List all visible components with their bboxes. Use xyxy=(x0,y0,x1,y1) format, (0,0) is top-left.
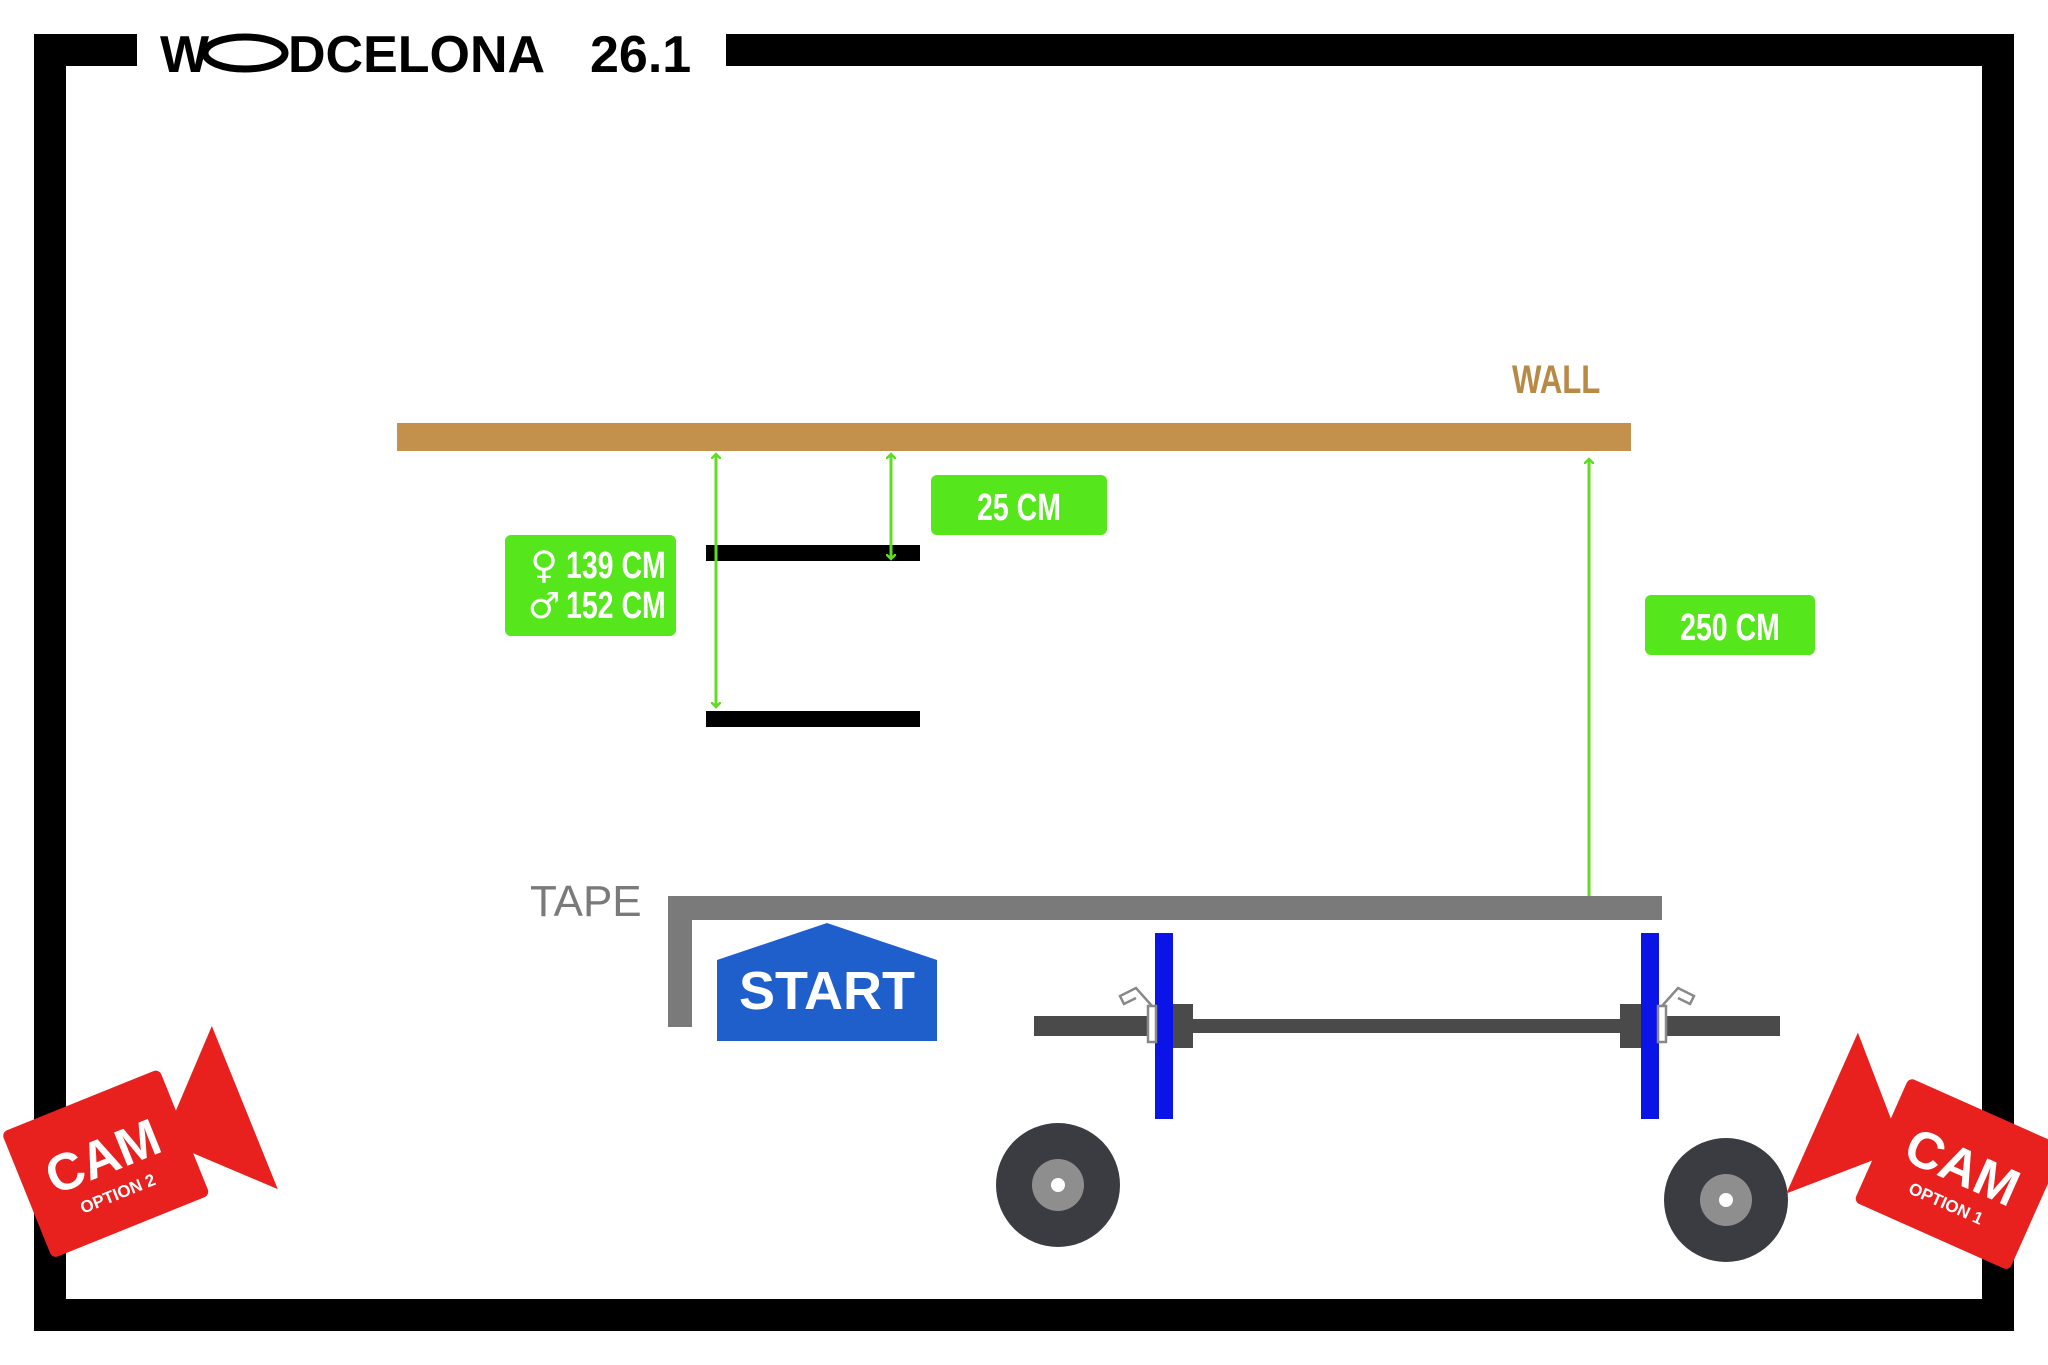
badge-25cm-text: 25 CM xyxy=(977,487,1061,529)
tape-line: TAPE xyxy=(530,877,1662,1027)
outer-frame xyxy=(34,34,2014,1331)
title-logo-ring xyxy=(201,33,289,73)
barbell xyxy=(1034,933,1780,1119)
wall-label: WALL xyxy=(1512,357,1600,402)
title-suffix: DCELONA xyxy=(288,26,545,84)
start-label: START xyxy=(739,961,915,1021)
plate-left xyxy=(1155,933,1173,1119)
bar-shaft xyxy=(1154,1019,1624,1033)
badge-female-text: 139 CM xyxy=(566,545,666,587)
camera-option-2-icon: CAM OPTION 2 xyxy=(3,1025,278,1257)
title-prefix: W xyxy=(160,26,210,84)
wall: WALL xyxy=(397,357,1631,451)
bar-sleeve-left xyxy=(1034,1016,1154,1036)
weight-plate-right-icon xyxy=(1664,1138,1788,1262)
badge-250cm: 250 CM xyxy=(1645,595,1815,655)
badge-25cm: 25 CM xyxy=(931,475,1107,535)
page-title: W DCELONA 26.1 xyxy=(160,26,691,84)
start-sign: START xyxy=(717,923,937,1041)
title-number: 26.1 xyxy=(590,26,691,84)
male-icon: ♂ xyxy=(528,586,560,627)
badge-250cm-text: 250 CM xyxy=(1680,607,1780,649)
badge-male-text: 152 CM xyxy=(566,585,666,627)
plate-right xyxy=(1641,933,1659,1119)
weight-plate-left-icon xyxy=(996,1123,1120,1247)
tape-label: TAPE xyxy=(530,877,642,926)
clip-left-icon xyxy=(1118,986,1158,1044)
badge-height-by-sex: ♀ 139 CM ♂ 152 CM xyxy=(505,535,676,636)
clip-right-icon xyxy=(1656,986,1696,1044)
target-line-lower xyxy=(706,711,920,727)
female-icon: ♀ xyxy=(530,543,558,587)
camera-option-1-icon: CAM OPTION 1 xyxy=(1786,1032,2048,1269)
wall-bar xyxy=(397,423,1631,451)
target-line-upper xyxy=(706,545,920,561)
